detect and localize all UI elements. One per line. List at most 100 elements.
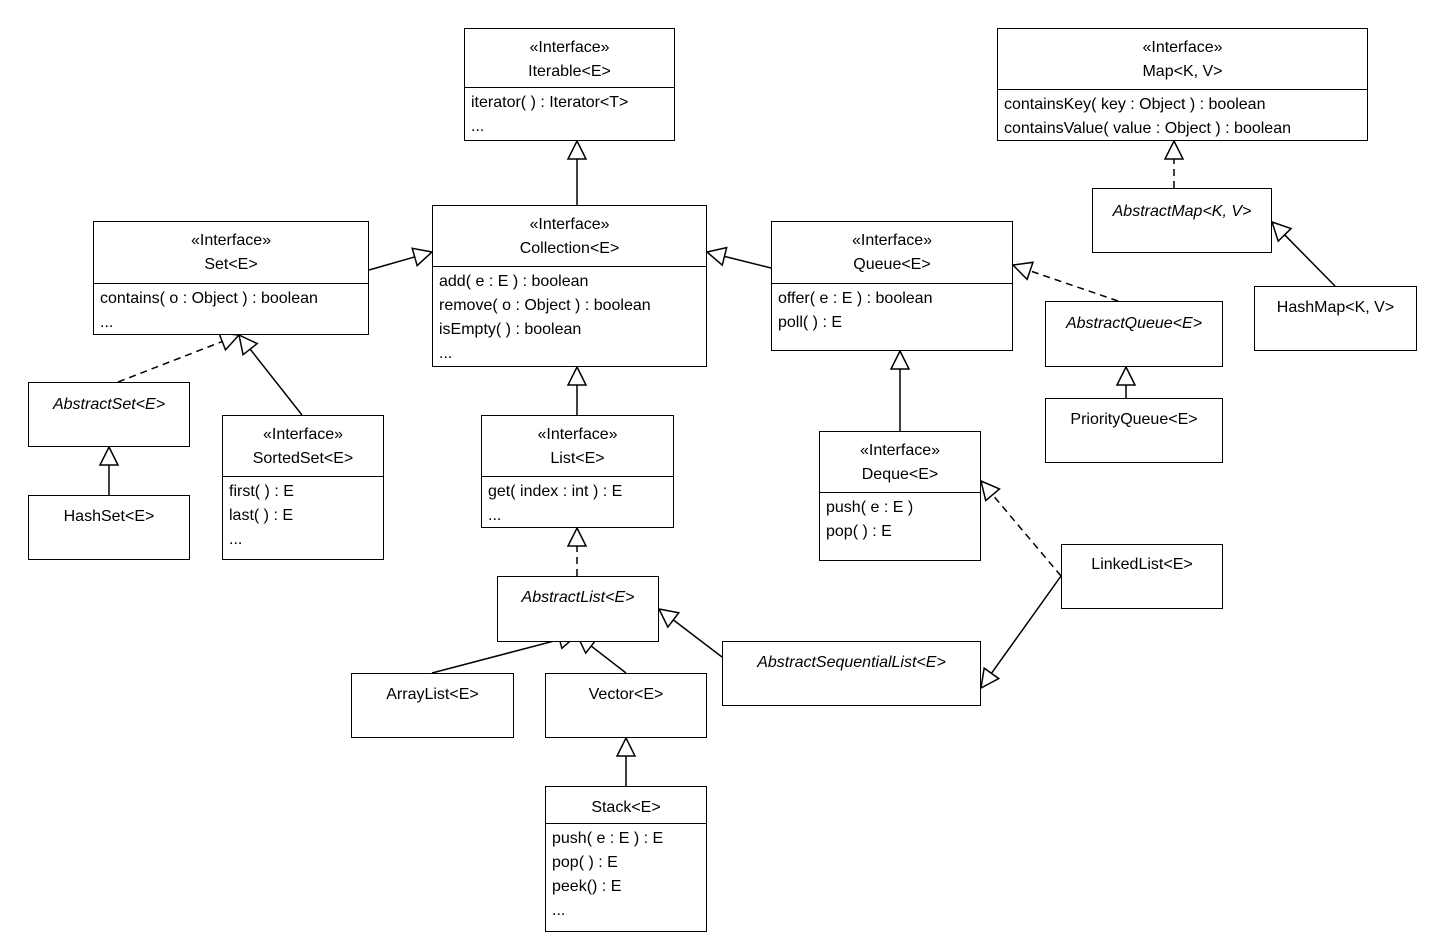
edge-collection-to-iterable	[566, 139, 588, 205]
hollow-triangle-arrowhead	[98, 445, 120, 466]
class-iterable: «Interface» Iterable<E> iterator( ) : It…	[464, 28, 675, 141]
edge-sortedset-to-set	[237, 333, 303, 416]
generalization-line	[1284, 234, 1336, 287]
generalization-line	[431, 638, 560, 674]
generalization-line	[249, 348, 303, 416]
class-abstractqueue: AbstractQueue<E>	[1045, 301, 1223, 367]
hollow-triangle-arrowhead	[411, 247, 434, 267]
class-stereotype: «Interface»	[529, 216, 610, 233]
class-stereotype: «Interface»	[1142, 39, 1223, 56]
generalization-line	[990, 575, 1062, 674]
class-member: peek() : E	[552, 878, 622, 895]
class-stereotype: «Interface»	[190, 232, 272, 249]
class-hashset: HashSet<E>	[28, 495, 190, 560]
class-sortedset: «Interface» SortedSet<E> first( ) : E la…	[222, 415, 384, 560]
class-abstractset: AbstractSet<E>	[28, 382, 190, 447]
class-member: ...	[488, 507, 502, 524]
edge-abstractsequentiallist-to-abstractlist	[657, 607, 723, 658]
class-arraylist: ArrayList<E>	[351, 673, 514, 738]
class-member: offer( e : E ) : boolean	[778, 290, 933, 307]
class-member: iterator( ) : Iterator<T>	[471, 94, 629, 111]
class-set: «Interface» Set<E> contains( o : Object …	[93, 221, 369, 335]
edge-abstractmap-to-map	[1163, 139, 1185, 188]
class-name: HashSet<E>	[63, 508, 155, 525]
class-linkedlist: LinkedList<E>	[1061, 544, 1223, 609]
class-name: HashMap<K, V>	[1276, 299, 1395, 316]
hollow-triangle-arrowhead	[889, 349, 911, 370]
class-collection: «Interface» Collection<E> add( e : E ) :…	[432, 205, 707, 367]
class-member: ...	[552, 902, 566, 919]
class-abstractlist: AbstractList<E>	[497, 576, 659, 642]
hollow-triangle-arrowhead	[1011, 261, 1035, 281]
class-stereotype: «Interface»	[851, 232, 933, 249]
class-name: AbstractQueue<E>	[1065, 315, 1203, 332]
class-name: PriorityQueue<E>	[1070, 411, 1198, 428]
class-stereotype: «Interface»	[859, 442, 941, 459]
hollow-triangle-arrowhead	[237, 333, 259, 357]
edge-abstractqueue-to-queue	[1011, 261, 1119, 302]
generalization-line	[590, 645, 627, 674]
hollow-triangle-arrowhead	[980, 666, 1001, 690]
hollow-triangle-arrowhead	[615, 736, 637, 757]
class-member: pop( ) : E	[552, 854, 618, 871]
edge-stack-to-vector	[615, 736, 637, 786]
class-name: AbstractMap<K, V>	[1112, 203, 1252, 220]
class-name: AbstractSet<E>	[52, 396, 166, 413]
edge-hashset-to-abstractset	[98, 445, 120, 495]
class-name: Set<E>	[204, 256, 258, 273]
class-member: ...	[100, 314, 114, 331]
hollow-triangle-arrowhead	[1270, 220, 1293, 243]
hollow-triangle-arrowhead	[705, 246, 728, 267]
class-member: last( ) : E	[229, 507, 294, 524]
class-name: Iterable<E>	[528, 63, 611, 80]
edge-hashmap-to-abstractmap	[1270, 220, 1336, 287]
class-member: ...	[439, 345, 453, 362]
class-member: containsValue( value : Object ) : boolea…	[1004, 120, 1291, 137]
class-member: ...	[229, 531, 243, 548]
class-member: get( index : int ) : E	[488, 483, 623, 500]
class-abstractsequentiallist: AbstractSequentialList<E>	[722, 641, 981, 706]
edge-abstractset-to-set	[117, 332, 241, 383]
class-priorityqueue: PriorityQueue<E>	[1045, 398, 1223, 463]
class-member: contains( o : Object ) : boolean	[100, 290, 318, 307]
class-vector: Vector<E>	[545, 673, 707, 738]
class-stereotype: «Interface»	[262, 426, 344, 443]
class-name: Queue<E>	[853, 256, 931, 273]
hollow-triangle-arrowhead	[217, 332, 241, 352]
hollow-triangle-arrowhead	[1163, 139, 1185, 160]
class-name: Stack<E>	[591, 799, 661, 816]
hollow-triangle-arrowhead	[566, 139, 588, 160]
hollow-triangle-arrowhead	[1115, 365, 1137, 386]
class-deque: «Interface» Deque<E> push( e : E ) pop( …	[819, 431, 981, 561]
class-name: ArrayList<E>	[386, 686, 479, 703]
edge-priorityqueue-to-abstractqueue	[1115, 365, 1137, 398]
class-member: first( ) : E	[229, 483, 294, 500]
class-member: isEmpty( ) : boolean	[439, 321, 582, 338]
class-member: push( e : E )	[826, 499, 914, 516]
hollow-triangle-arrowhead	[657, 607, 681, 629]
class-stereotype: «Interface»	[537, 426, 618, 443]
class-name: List<E>	[550, 450, 605, 467]
hollow-triangle-arrowhead	[979, 479, 1001, 502]
realization-line	[117, 340, 223, 383]
edge-list-to-collection	[566, 365, 588, 415]
class-name: Deque<E>	[861, 466, 939, 483]
class-member: push( e : E ) : E	[552, 830, 664, 847]
hollow-triangle-arrowhead	[566, 526, 588, 547]
class-name: Collection<E>	[519, 240, 620, 257]
class-member: add( e : E ) : boolean	[439, 273, 589, 290]
class-queue: «Interface» Queue<E> offer( e : E ) : bo…	[771, 221, 1013, 351]
generalization-line	[368, 256, 415, 271]
class-name: LinkedList<E>	[1091, 556, 1193, 573]
generalization-line	[724, 255, 772, 269]
class-name: AbstractSequentialList<E>	[757, 654, 946, 671]
generalization-line	[672, 619, 723, 658]
edge-set-to-collection	[368, 247, 434, 271]
class-name: AbstractList<E>	[521, 589, 635, 606]
class-hashmap: HashMap<K, V>	[1254, 286, 1417, 351]
edge-queue-to-collection	[705, 246, 772, 269]
edge-abstractlist-to-list	[566, 526, 588, 576]
realization-line	[1029, 270, 1119, 302]
